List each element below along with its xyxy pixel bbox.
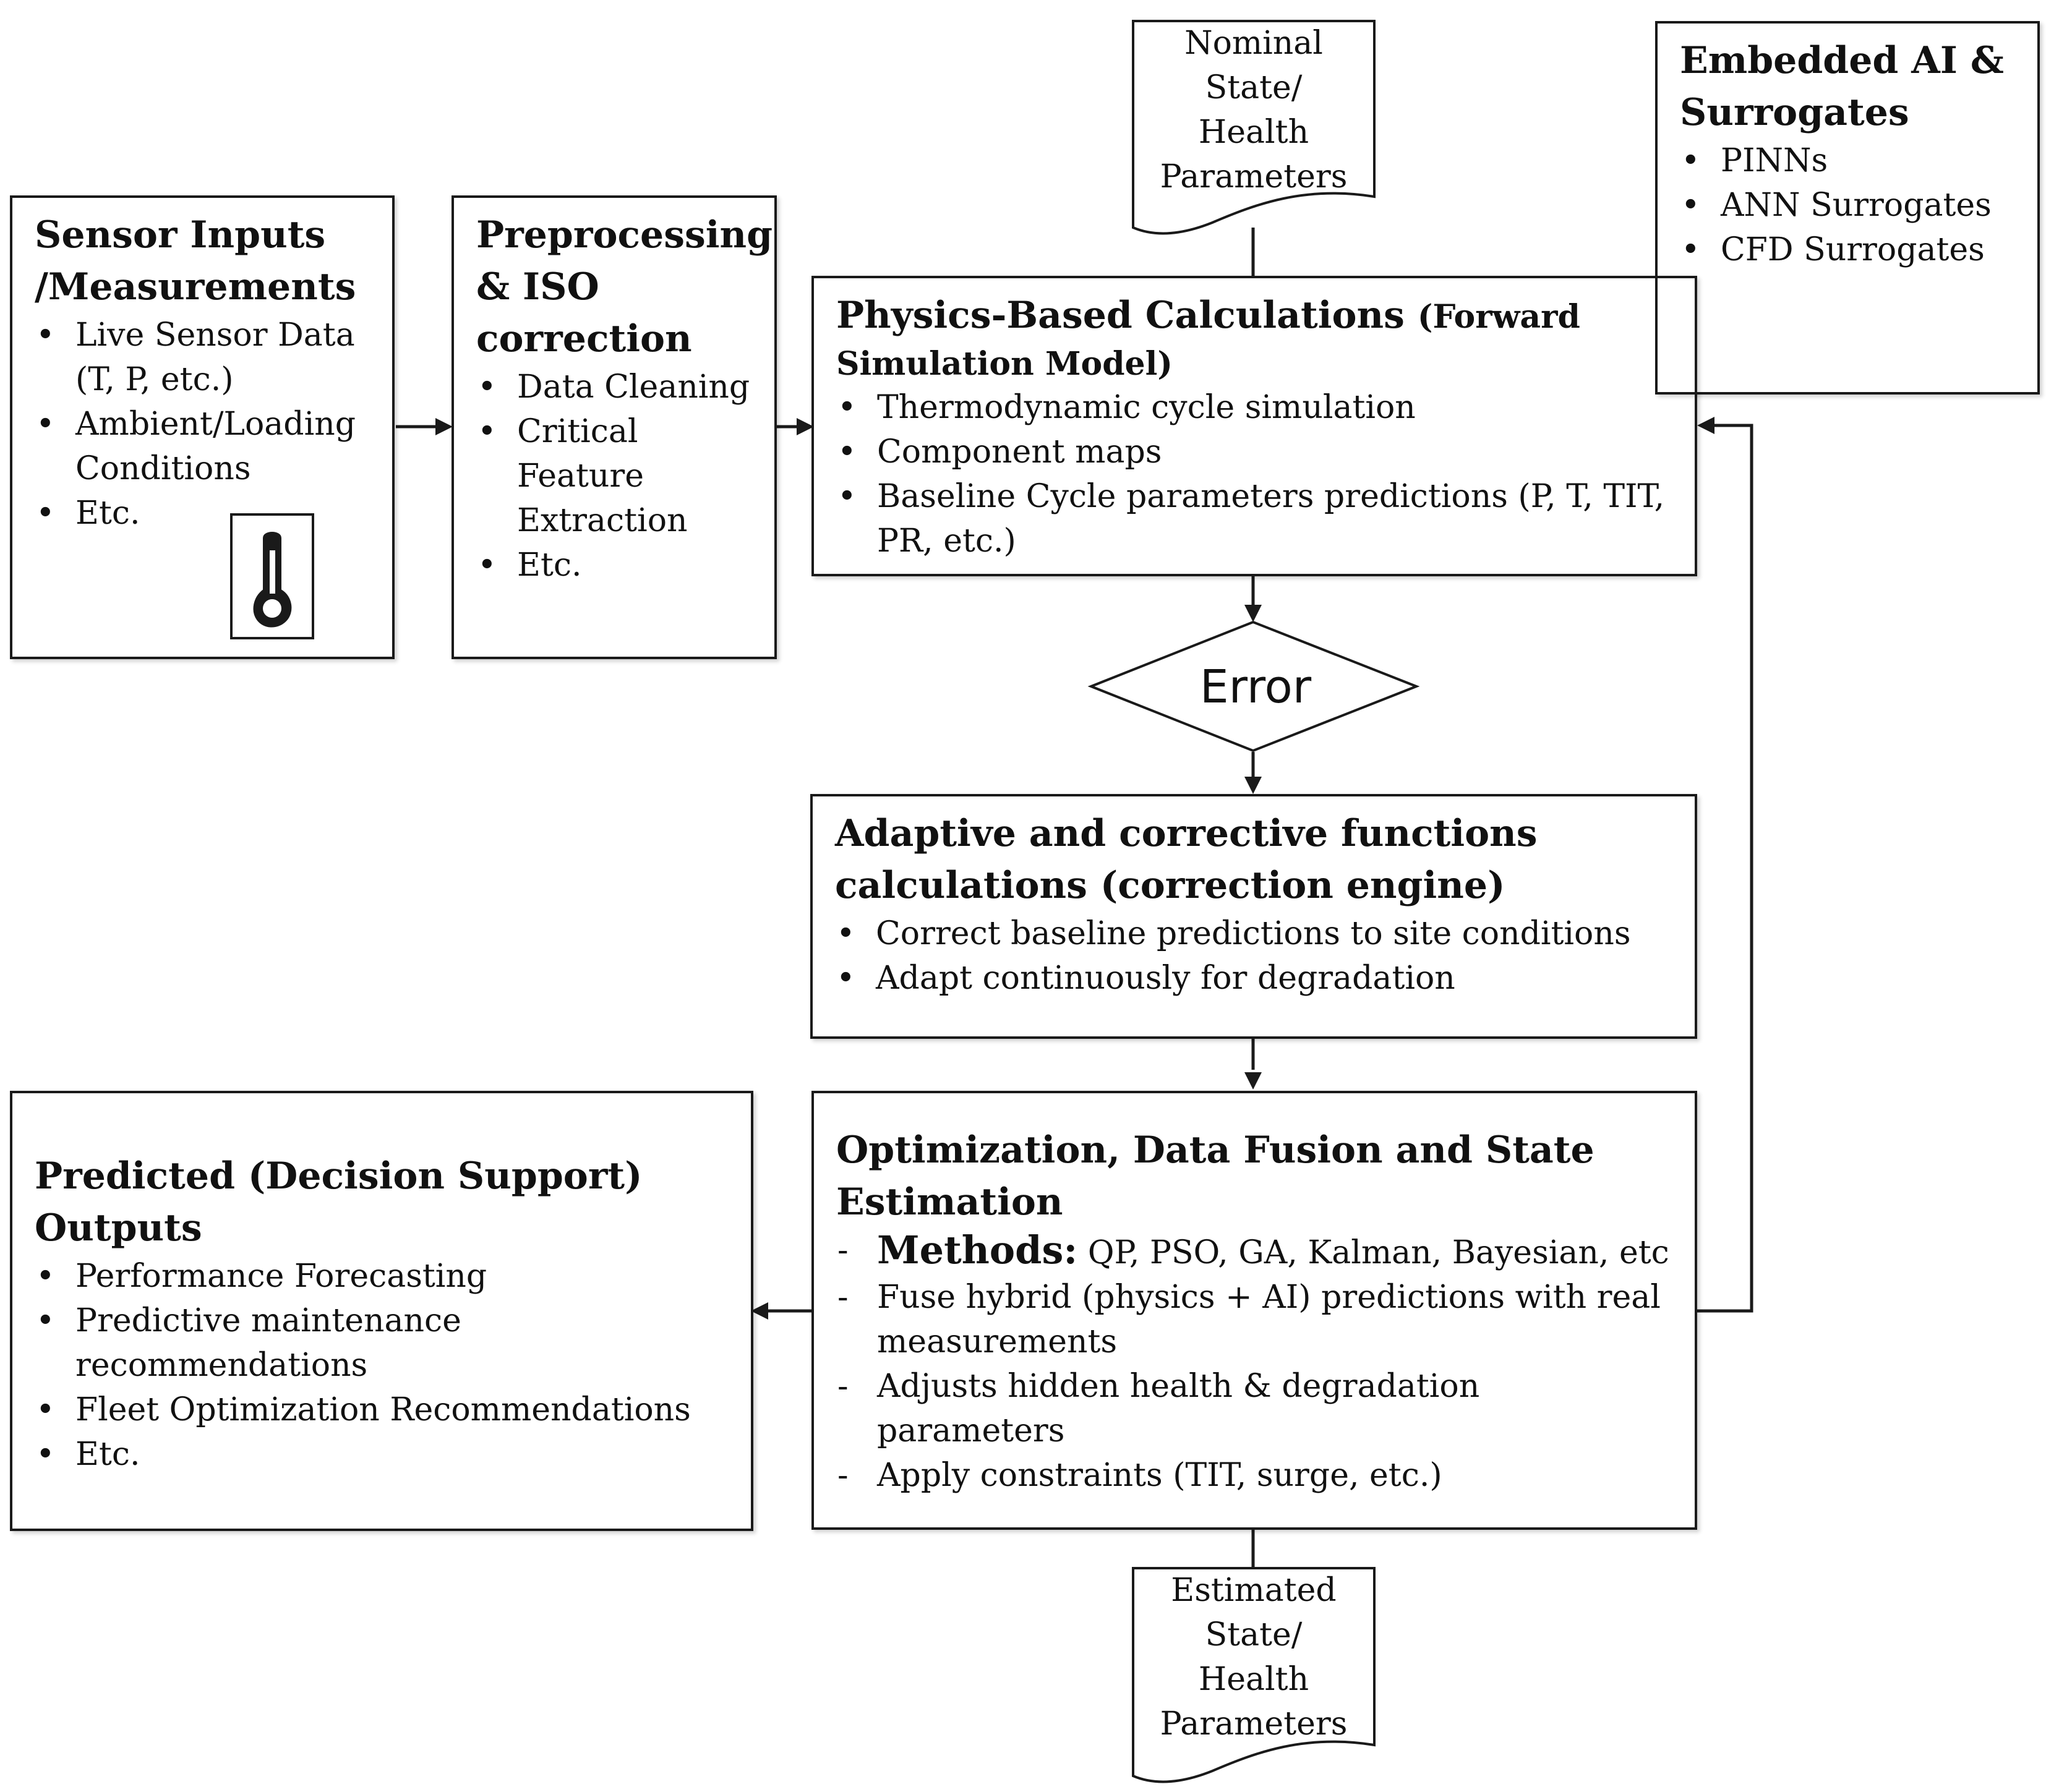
outputs-item-etc: Etc.	[35, 1432, 732, 1477]
error-label: Error	[1199, 660, 1312, 714]
preprocessing-item-cleaning: Data Cleaning	[476, 365, 766, 409]
physics-title-main: Physics-Based Calculations	[836, 294, 1405, 337]
embedded-ai-item-pinns: PINNs	[1680, 139, 2019, 183]
optimization-title-line-2: Estimation	[836, 1180, 1063, 1224]
estimated-line-4: Parameters	[1160, 1705, 1348, 1743]
optimization-item-fuse: Fuse hybrid (physics + AI) predictions w…	[836, 1275, 1676, 1364]
arrowhead-preprocessing	[435, 418, 453, 435]
physics-item-baseline: Baseline Cycle parameters predictions (P…	[836, 474, 1676, 563]
physics-box: Physics-Based Calculations (Forward Simu…	[811, 276, 1697, 576]
sensor-inputs-box: Sensor Inputs /Measurements Live Sensor …	[10, 195, 395, 659]
adaptive-item-adapt: Adapt continuously for degradation	[835, 956, 1676, 1001]
preprocessing-title-line-2: & ISO	[476, 265, 599, 309]
sensor-list: Live Sensor Data (T, P, etc.) Ambient/Lo…	[35, 313, 374, 535]
physics-list: Thermodynamic cycle simulation Component…	[836, 385, 1676, 563]
arrowhead-outputs	[751, 1302, 768, 1320]
optimization-box: Optimization, Data Fusion and State Esti…	[811, 1091, 1697, 1530]
optimization-list: Methods: QP, PSO, GA, Kalman, Bayesian, …	[836, 1228, 1676, 1498]
embedded-ai-title-line-1: Embedded AI &	[1680, 39, 2004, 82]
sensor-item-ambient: Ambient/Loading Conditions	[35, 402, 374, 491]
physics-item-component-maps: Component maps	[836, 430, 1676, 474]
nominal-line-1: Nominal	[1184, 25, 1323, 62]
nominal-line-3: Health	[1198, 114, 1309, 151]
preprocessing-title-line-3: correction	[476, 317, 692, 361]
outputs-item-forecasting: Performance Forecasting	[35, 1254, 732, 1299]
preprocessing-box: Preprocessing & ISO correction Data Clea…	[452, 195, 777, 659]
optimization-methods-label: Methods:	[877, 1227, 1078, 1273]
estimated-line-3: Health	[1198, 1661, 1309, 1698]
arrowhead-adaptive	[1244, 777, 1262, 794]
sensor-item-etc: Etc.	[35, 491, 374, 535]
embedded-ai-box: Embedded AI & Surrogates PINNs ANN Surro…	[1655, 21, 2040, 395]
preprocessing-item-etc: Etc.	[476, 543, 766, 587]
arrowhead-optimization	[1244, 1072, 1262, 1090]
embedded-ai-item-ann: ANN Surrogates	[1680, 183, 2019, 228]
estimated-line-1: Estimated	[1171, 1572, 1337, 1609]
adaptive-title-line-1: Adaptive and corrective functions	[835, 812, 1538, 855]
preprocessing-item-feature-extraction: Critical Feature Extraction	[476, 409, 688, 543]
estimated-line-2: State/	[1205, 1616, 1303, 1653]
sensor-title-line-2: /Measurements	[35, 265, 356, 309]
arrowhead-physics-right	[1697, 417, 1714, 434]
preprocessing-list: Data Cleaning Critical Feature Extractio…	[476, 365, 766, 587]
optimization-title-line-1: Optimization, Data Fusion and State	[836, 1129, 1594, 1172]
feedback-loop-line	[1696, 424, 1753, 1313]
arrowhead-error	[1244, 605, 1262, 622]
adaptive-box: Adaptive and corrective functions calcul…	[810, 794, 1697, 1039]
outputs-title-line-2: Outputs	[35, 1206, 202, 1250]
adaptive-item-correct: Correct baseline predictions to site con…	[835, 911, 1676, 956]
outputs-title-line-1: Predicted (Decision Support)	[35, 1154, 643, 1198]
arrowhead-physics-left	[797, 418, 814, 435]
nominal-document: Nominal State/ Health Parameters	[1133, 21, 1374, 207]
outputs-list: Performance Forecasting Predictive maint…	[35, 1254, 732, 1477]
adaptive-list: Correct baseline predictions to site con…	[835, 911, 1676, 1001]
physics-title: Physics-Based Calculations (Forward	[836, 289, 1676, 343]
embedded-ai-title-line-2: Surrogates	[1680, 91, 1909, 134]
physics-item-thermodynamic: Thermodynamic cycle simulation	[836, 385, 1676, 430]
physics-title-sub-2: Simulation Model)	[836, 345, 1173, 383]
optimization-item-constraints: Apply constraints (TIT, surge, etc.)	[836, 1453, 1676, 1498]
nominal-line-2: State/	[1205, 69, 1303, 106]
outputs-item-fleet: Fleet Optimization Recommendations	[35, 1388, 732, 1432]
error-diamond	[1087, 620, 1420, 753]
adaptive-title-line-2: calculations (correction engine)	[835, 864, 1505, 907]
outputs-box: Predicted (Decision Support) Outputs Per…	[10, 1091, 753, 1531]
estimated-document: Estimated State/ Health Parameters	[1133, 1568, 1374, 1754]
sensor-title-line-1: Sensor Inputs	[35, 213, 326, 257]
estimated-document-shape	[1132, 1567, 1376, 1783]
optimization-methods-text: QP, PSO, GA, Kalman, Bayesian, etc	[1077, 1234, 1669, 1271]
physics-title-sub: (Forward	[1417, 298, 1580, 336]
sensor-item-live-data: Live Sensor Data (T, P, etc.)	[35, 313, 374, 402]
optimization-item-methods: Methods: QP, PSO, GA, Kalman, Bayesian, …	[836, 1228, 1676, 1275]
embedded-ai-item-cfd: CFD Surrogates	[1680, 228, 2019, 272]
nominal-document-shape	[1132, 20, 1376, 235]
outputs-item-maintenance: Predictive maintenance recommendations	[35, 1299, 508, 1388]
nominal-line-4: Parameters	[1160, 158, 1348, 195]
optimization-item-adjust: Adjusts hidden health & degradation para…	[836, 1364, 1520, 1453]
thermometer-icon	[253, 532, 292, 628]
preprocessing-title-line-1: Preprocessing	[476, 213, 773, 257]
embedded-ai-list: PINNs ANN Surrogates CFD Surrogates	[1680, 139, 2019, 272]
sensor-icon-frame	[230, 513, 314, 639]
